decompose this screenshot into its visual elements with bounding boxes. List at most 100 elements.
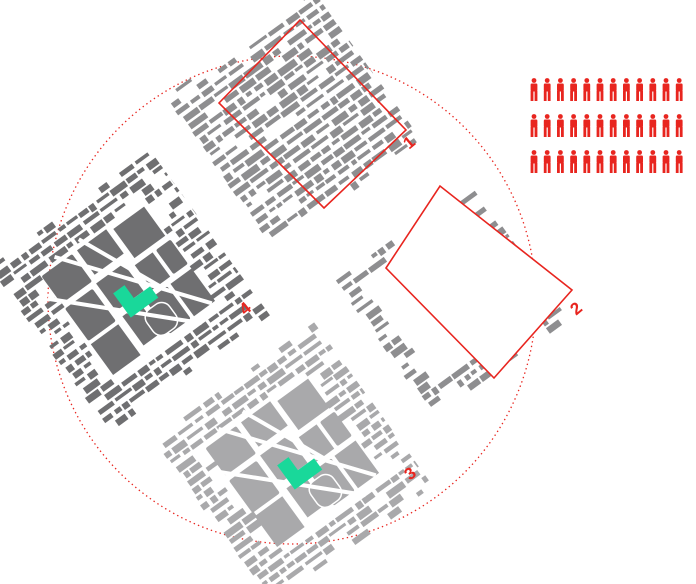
building-block bbox=[324, 174, 337, 185]
building-block bbox=[377, 246, 387, 257]
building-block bbox=[129, 178, 147, 194]
large-block bbox=[298, 424, 335, 462]
building-block bbox=[0, 274, 15, 288]
building-block bbox=[62, 321, 70, 329]
building-block bbox=[84, 350, 93, 359]
building-block bbox=[297, 333, 318, 350]
building-block bbox=[102, 212, 116, 224]
building-block bbox=[250, 48, 266, 63]
building-block bbox=[301, 0, 311, 1]
building-block bbox=[322, 543, 335, 556]
person-icon bbox=[543, 150, 551, 173]
building-block bbox=[203, 427, 218, 441]
building-block bbox=[118, 163, 135, 178]
building-block bbox=[131, 378, 147, 392]
building-block bbox=[213, 85, 229, 98]
building-block bbox=[144, 194, 156, 205]
building-block bbox=[253, 82, 264, 92]
building-block bbox=[209, 146, 221, 156]
building-block bbox=[158, 371, 170, 382]
building-block bbox=[114, 413, 129, 427]
building-block bbox=[232, 181, 251, 197]
building-block bbox=[320, 144, 332, 155]
person-icon bbox=[623, 114, 630, 137]
building-block bbox=[182, 106, 201, 123]
avenue bbox=[53, 254, 213, 306]
building-block bbox=[304, 163, 322, 180]
building-block bbox=[13, 263, 28, 275]
building-block bbox=[334, 64, 350, 77]
building-block bbox=[144, 379, 160, 393]
building-block bbox=[380, 416, 386, 423]
large-block bbox=[134, 252, 171, 290]
building-block bbox=[360, 82, 372, 93]
building-block bbox=[148, 359, 156, 366]
building-block bbox=[234, 124, 252, 139]
building-block bbox=[191, 484, 202, 495]
building-block bbox=[266, 178, 284, 193]
person-icon bbox=[570, 114, 577, 137]
building-block bbox=[294, 551, 308, 564]
building-block bbox=[197, 329, 213, 341]
person-icon bbox=[530, 114, 538, 137]
building-block bbox=[370, 314, 384, 327]
building-block bbox=[214, 391, 223, 401]
building-block bbox=[266, 105, 280, 118]
building-block bbox=[325, 78, 345, 94]
person-icon bbox=[662, 78, 670, 101]
building-block bbox=[240, 163, 261, 181]
person-icon bbox=[609, 150, 617, 173]
building-block bbox=[182, 366, 193, 376]
building-block bbox=[256, 568, 270, 580]
building-block bbox=[430, 386, 440, 396]
large-block bbox=[42, 254, 92, 303]
building-block bbox=[546, 307, 562, 320]
building-block bbox=[305, 361, 325, 377]
building-block bbox=[265, 169, 283, 185]
large-block bbox=[206, 426, 256, 475]
person-icon bbox=[530, 150, 538, 173]
building-block bbox=[211, 324, 220, 331]
building-block bbox=[226, 507, 247, 525]
building-block bbox=[346, 373, 354, 380]
building-block bbox=[325, 344, 334, 352]
building-block bbox=[467, 377, 482, 391]
building-block bbox=[346, 524, 360, 536]
building-block bbox=[320, 11, 332, 22]
building-block bbox=[20, 305, 32, 316]
building-block bbox=[49, 340, 60, 349]
building-block bbox=[198, 96, 215, 111]
building-block bbox=[331, 137, 341, 146]
building-block bbox=[350, 408, 367, 422]
building-block bbox=[334, 506, 355, 523]
person-icon bbox=[596, 150, 604, 173]
building-block bbox=[205, 403, 221, 417]
building-block bbox=[292, 148, 311, 164]
building-block bbox=[175, 455, 197, 473]
building-block bbox=[373, 437, 388, 451]
building-block bbox=[277, 371, 295, 387]
building-block bbox=[202, 140, 217, 153]
building-block bbox=[349, 89, 363, 102]
building-block bbox=[315, 44, 333, 60]
building-block bbox=[236, 96, 247, 106]
building-block bbox=[338, 42, 350, 54]
site-4-superblock bbox=[0, 152, 270, 427]
building-block bbox=[362, 158, 374, 170]
building-block bbox=[161, 180, 174, 191]
building-block bbox=[266, 367, 287, 385]
building-block bbox=[289, 542, 305, 555]
building-block bbox=[351, 528, 371, 546]
building-block bbox=[318, 348, 327, 357]
person-icon bbox=[583, 114, 591, 137]
building-block bbox=[20, 251, 30, 261]
building-block bbox=[298, 1, 314, 15]
building-block bbox=[390, 473, 400, 484]
building-block bbox=[329, 125, 344, 139]
building-block bbox=[315, 123, 330, 135]
building-block bbox=[36, 229, 44, 237]
building-block bbox=[0, 257, 6, 266]
building-block bbox=[242, 312, 253, 323]
building-block bbox=[231, 394, 249, 410]
building-block bbox=[245, 201, 253, 208]
